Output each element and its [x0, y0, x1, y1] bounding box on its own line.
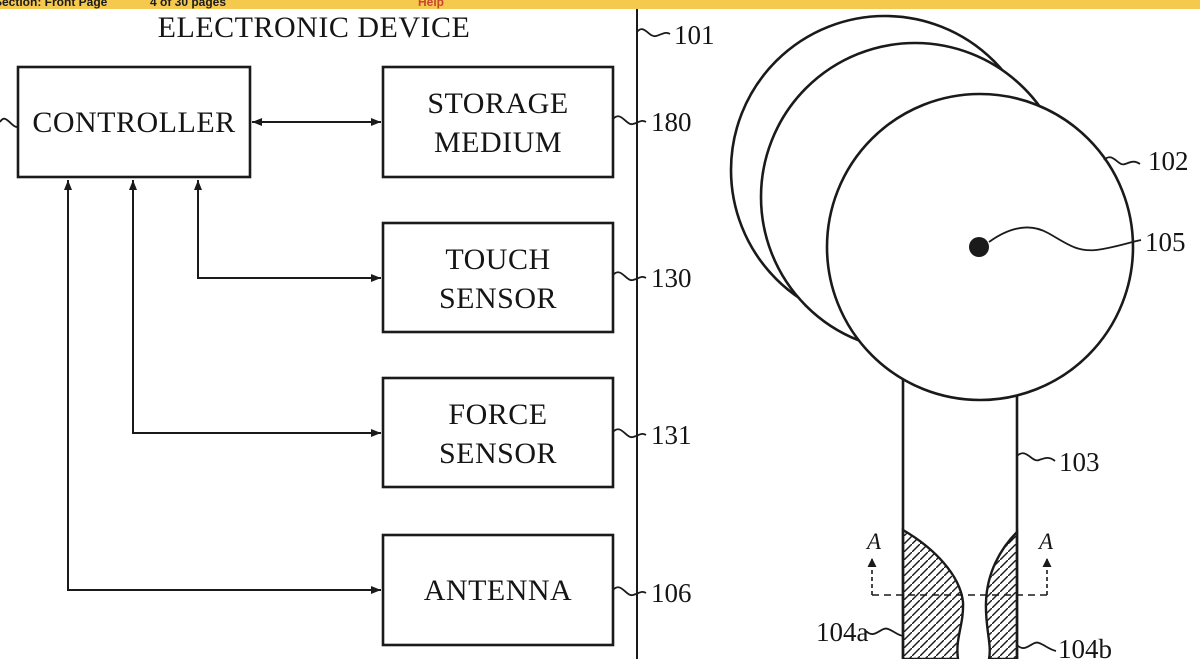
- ref-131-label: 131: [651, 420, 692, 450]
- touch-sensor-label-line1: TOUCH: [445, 243, 550, 276]
- ref-106-leader: [612, 586, 647, 596]
- force-sensor-box: [381, 376, 615, 489]
- controller-leader: [0, 117, 19, 128]
- ref-101-label: 101: [674, 20, 715, 50]
- ref-101-leader: [636, 28, 671, 37]
- antenna-label: ANTENNA: [424, 574, 572, 607]
- section-letter-right: A: [1037, 529, 1054, 554]
- ref-102-leader: [1103, 156, 1141, 166]
- ref-104a-label: 104a: [816, 617, 869, 647]
- hatch-region-104a: [901, 527, 965, 659]
- touch-sensor-box: [381, 221, 615, 334]
- ref-103-label: 103: [1059, 447, 1100, 477]
- viewer-toolbar: Section: Front Page 4 of 30 pages Help: [0, 0, 1200, 9]
- storage-medium-label-line1: STORAGE: [427, 87, 568, 120]
- ref-103-leader: [1016, 452, 1056, 462]
- controller-label: CONTROLLER: [32, 106, 235, 139]
- controller-box: [16, 65, 252, 179]
- ref-104b-label: 104b: [1058, 634, 1112, 659]
- ref-105-label: 105: [1145, 227, 1186, 257]
- storage-medium-box: [381, 65, 615, 179]
- touch-sensor-label-line2: SENSOR: [439, 282, 557, 315]
- section-label: Section: Front Page: [0, 0, 108, 9]
- ref-104a-leader: [865, 627, 904, 637]
- ref-180-leader: [612, 115, 647, 125]
- ref-130-label: 130: [651, 263, 692, 293]
- ref-131-leader: [612, 428, 647, 438]
- ref-180-label: 180: [651, 107, 692, 137]
- ref-130-leader: [612, 271, 647, 281]
- force-sensor-label-line2: SENSOR: [439, 437, 557, 470]
- controller-touch-arrow: [194, 180, 381, 282]
- ref-104b-leader: [1016, 641, 1057, 652]
- microphone-port-dot: [969, 237, 989, 257]
- page-count-label: 4 of 30 pages: [150, 0, 227, 9]
- force-sensor-label-line1: FORCE: [448, 398, 547, 431]
- ref-102-label: 102: [1148, 146, 1189, 176]
- ref-106-label: 106: [651, 578, 692, 608]
- diagram-title: ELECTRONIC DEVICE: [158, 11, 471, 44]
- hatch-region-104b: [984, 529, 1019, 659]
- antenna-box: [381, 533, 615, 647]
- controller-force-arrow: [129, 180, 381, 437]
- help-link[interactable]: Help: [418, 0, 445, 9]
- controller-antenna-arrow: [64, 180, 381, 594]
- section-letter-left: A: [865, 529, 882, 554]
- storage-medium-label-line2: MEDIUM: [434, 126, 562, 159]
- ref-105-leader: [988, 226, 1142, 252]
